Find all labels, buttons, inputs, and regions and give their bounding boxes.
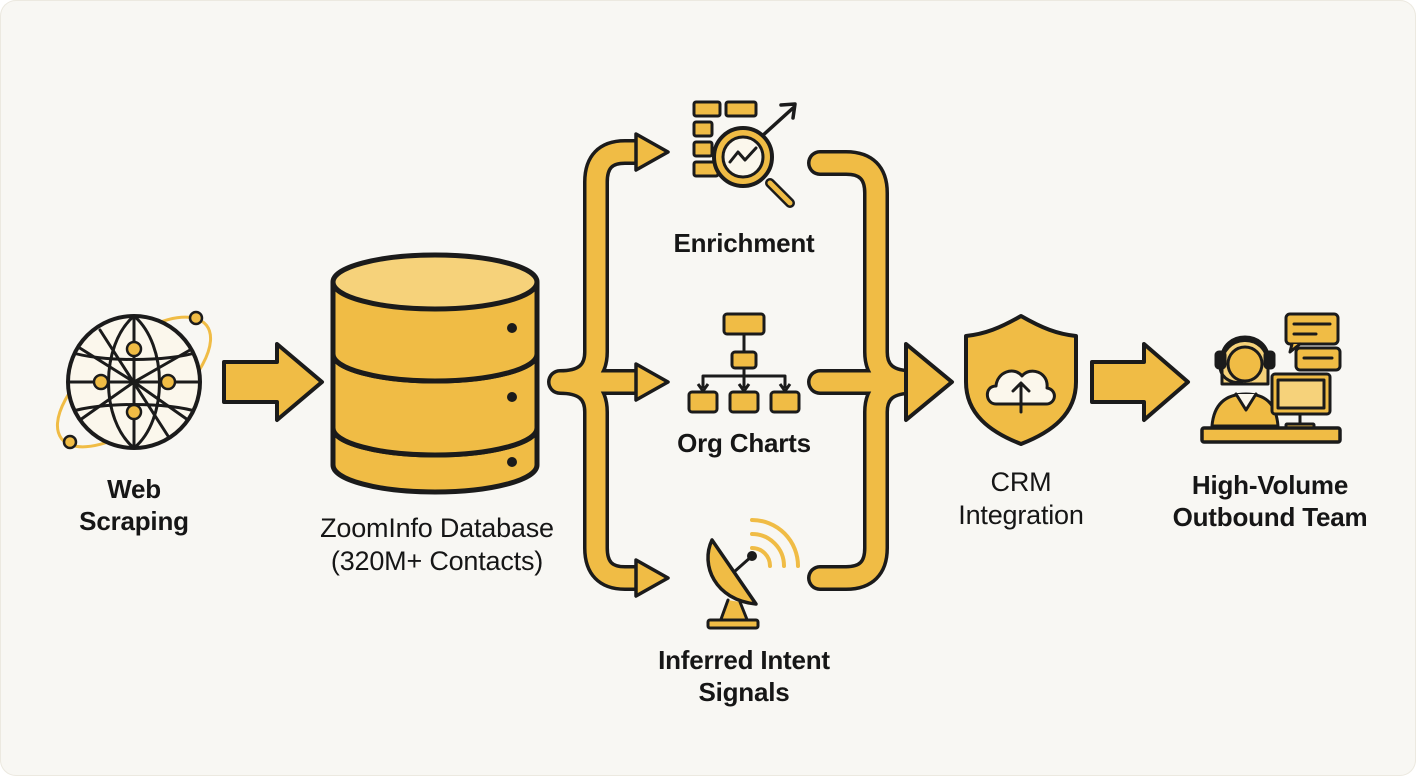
node-database-label: ZoomInfo Database (320M+ Contacts) [292,512,582,578]
intent-line1: Inferred Intent [658,645,830,675]
web-scraping-line2: Scraping [79,505,189,536]
database-icon [330,252,540,495]
enrichment-line: Enrichment [673,228,815,258]
database-line2: (320M+ Contacts) [330,545,544,576]
node-web-scraping-label: Web Scraping [54,474,214,537]
crm-line2: Integration [958,499,1084,530]
branch-split-connector [547,132,670,598]
arrow-scraping-to-database [222,342,324,422]
grid-magnifier-trend-icon [692,100,797,208]
branch-merge-connector [807,150,954,591]
intent-line2: Signals [698,676,790,707]
org-charts-line: Org Charts [677,428,811,458]
call-center-agent-icon [1200,312,1342,444]
team-line1: High-Volume [1191,470,1349,500]
team-line2: Outbound Team [1172,501,1368,532]
web-scraping-line1: Web [107,474,161,504]
node-crm-label: CRM Integration [930,466,1112,532]
org-chart-icon [687,312,801,414]
node-org-charts-label: Org Charts [644,428,844,460]
node-team-label: High-Volume Outbound Team [1150,470,1390,533]
globe-network-icon [55,310,213,450]
node-enrichment-label: Enrichment [644,228,844,260]
database-line1: ZoomInfo Database [320,513,554,543]
crm-line1: CRM [990,467,1052,497]
satellite-dish-icon [706,518,800,630]
arrow-crm-to-team [1090,342,1190,422]
shield-cloud-upload-icon [964,314,1078,446]
node-intent-label: Inferred Intent Signals [626,645,862,708]
